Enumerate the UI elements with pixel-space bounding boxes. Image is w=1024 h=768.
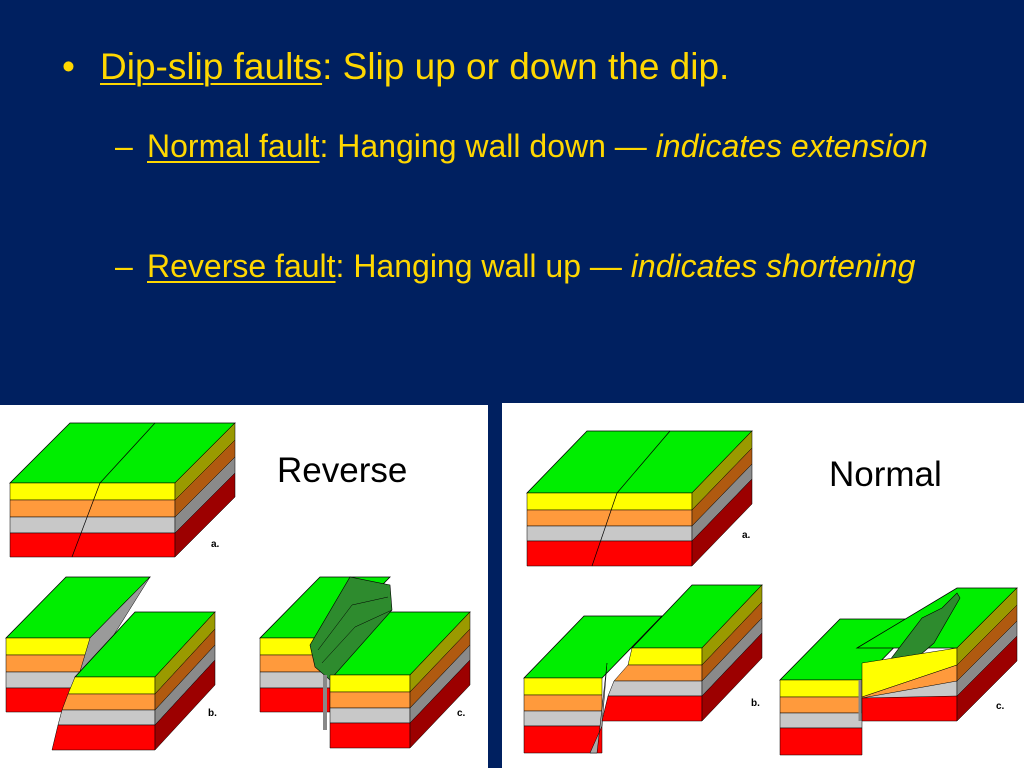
- definition-normal-fault: : Hanging wall down —: [319, 128, 656, 164]
- emphasis-shortening: indicates shortening: [630, 248, 916, 284]
- term-normal-fault: Normal fault: [147, 128, 320, 164]
- dash-glyph: –: [115, 248, 133, 284]
- normal-fault-diagrams: a. b.: [523, 430, 1018, 756]
- dash-glyph: –: [115, 128, 133, 164]
- reverse-block-a: a.: [9, 422, 236, 558]
- definition-dip-slip: : Slip up or down the dip.: [322, 46, 730, 87]
- definition-reverse-fault: : Hanging wall up —: [335, 248, 631, 284]
- panel-title-normal: Normal: [829, 455, 942, 494]
- label-c: c.: [996, 701, 1005, 712]
- reverse-fault-diagrams: a. b.: [5, 422, 471, 751]
- reverse-fault-panel: Reverse a.: [0, 405, 488, 768]
- term-dip-slip-faults: Dip-slip faults: [100, 46, 323, 87]
- text-area: • Dip-slip faults: Slip up or down the d…: [62, 46, 928, 284]
- reverse-block-b: b.: [5, 576, 217, 751]
- emphasis-extension: indicates extension: [655, 128, 928, 164]
- normal-block-b: b.: [523, 584, 763, 754]
- reverse-block-c: c.: [259, 576, 471, 749]
- bullet-glyph: •: [62, 46, 75, 87]
- label-b: b.: [751, 698, 760, 709]
- normal-block-a: a.: [526, 430, 753, 567]
- label-a: a.: [742, 530, 751, 541]
- panel-title-reverse: Reverse: [277, 451, 408, 490]
- label-b: b.: [208, 708, 217, 719]
- label-c: c.: [457, 708, 466, 719]
- label-a: a.: [211, 539, 220, 550]
- term-reverse-fault: Reverse fault: [147, 248, 336, 284]
- normal-fault-panel: Normal a.: [502, 403, 1024, 768]
- normal-block-c: c.: [779, 587, 1018, 756]
